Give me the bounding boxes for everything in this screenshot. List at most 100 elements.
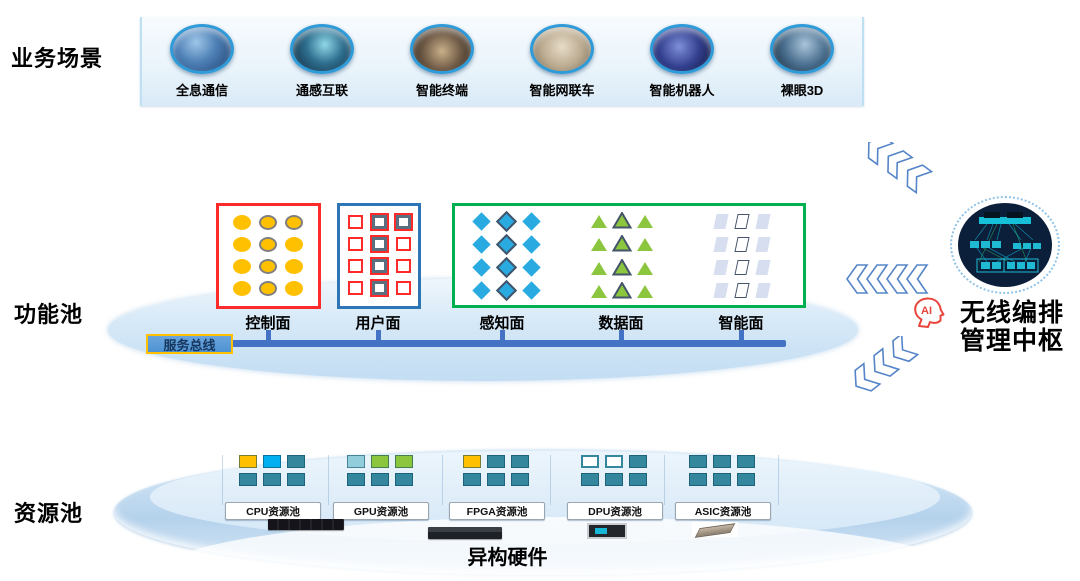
circle-shape [284,279,304,297]
scenario-label: 全息通信 [175,83,228,98]
parallelogram-shape [753,212,773,230]
dpu-card-image [587,523,627,539]
chevrons-left-icon [846,264,929,294]
pool-divider [550,455,551,505]
diamond-shape [521,235,541,254]
rack-server-2-image [428,527,502,539]
triangle-shape [635,235,655,253]
diamond-shape [521,281,541,301]
pool-divider [442,455,443,505]
asic-pool-unit [713,455,731,468]
user-plane-grid [345,213,413,297]
square-shape [369,213,389,231]
square-shape [345,235,365,253]
diamond-shape [471,258,491,277]
scenario-label: 智能网联车 [529,83,595,98]
gpu-pool-unit [395,473,413,486]
bus-tick [266,330,271,342]
scenario-item-smart-robot: 智能机器人 [622,17,742,106]
dpu-pool-label: DPU资源池 [567,502,663,520]
bus-tick [376,330,381,342]
circle-shape [232,235,252,253]
holographic-communication-icon [170,24,234,74]
asic-pool-unit [689,473,707,486]
dpu-pool-unit [581,473,599,486]
ai-badge-text: AI [921,305,932,317]
heterogeneous-hardware-label: 异构硬件 [467,547,548,569]
scenario-label: 裸眼3D [780,83,824,98]
hub-title-line2: 管理中枢 [960,327,1065,355]
cpu-pool-unit [263,473,281,486]
scenario-item-holographic-communication: 全息通信 [142,17,262,106]
network-brain-ring [950,196,1060,294]
naked-eye-3d-icon [770,24,834,74]
circle-shape [284,213,304,231]
square-shape [393,213,413,231]
network-brain-icon [958,203,1052,287]
fpga-pool-unit [487,455,505,468]
circle-shape [284,257,304,275]
fpga-pool-unit [487,473,505,486]
scenario-item-connected-vehicle: 智能网联车 [502,17,622,106]
dpu-pool-unit [605,455,623,468]
intelligence-plane-grid [711,212,773,300]
sensing-plane-grid [471,210,541,302]
parallelogram-shape [732,212,752,230]
diamond-shape [471,211,491,231]
circle-shape [232,213,252,231]
resources-section-label: 资源池 [14,501,84,526]
fpga-pool-unit [463,473,481,486]
bus-tick [500,330,505,342]
asic-pool-unit [737,455,755,468]
dpu-pool-unit [629,455,647,468]
dpu-pool-unit [605,473,623,486]
cpu-pool-unit [263,455,281,468]
sensing-plane-label: 感知面 [479,315,525,332]
bus-tick [619,330,624,342]
sensing-interconnection-icon [290,24,354,74]
circle-shape [284,235,304,253]
data-plane-grid [589,211,655,300]
pool-divider [328,455,329,505]
triangle-shape [589,282,609,300]
parallelogram-shape [732,282,752,300]
fpga-pool-unit [511,455,529,468]
diamond-shape [471,281,491,301]
square-shape [345,279,365,297]
diamond-shape [495,210,517,232]
smart-terminal-icon [410,24,474,74]
gpu-pool-unit [371,473,389,486]
triangle-shape [612,282,632,300]
asic-pool-label: ASIC资源池 [675,502,771,520]
hub-title-line1: 无线编排 [960,299,1065,327]
circle-shape [258,235,278,253]
parallelogram-shape [753,259,773,277]
cpu-pool-unit [239,455,257,468]
scenario-label: 智能机器人 [649,83,715,98]
fpga-pool-label: FPGA资源池 [449,502,545,520]
parallelogram-shape [753,282,773,300]
triangle-shape [635,211,655,229]
diamond-shape [521,211,541,231]
square-shape [369,257,389,275]
scenario-item-sensing-interconnection: 通感互联 [262,17,382,106]
scenarios-section-label: 业务场景 [11,46,104,71]
square-shape [393,235,413,253]
smart-robot-icon [650,24,714,74]
circle-shape [258,257,278,275]
cpu-pool-unit [287,473,305,486]
control-plane-box [216,203,321,309]
chevrons-down-left-icon [854,336,920,392]
circle-shape [258,279,278,297]
pool-divider [778,455,779,505]
connected-vehicle-icon [530,24,594,74]
service-bus-label: 服务总线 [146,334,233,354]
square-shape [393,279,413,297]
triangle-shape [589,258,609,276]
square-shape [369,235,389,253]
cpu-pool-unit [287,455,305,468]
control-plane-grid [232,213,304,297]
asic-chip-image [692,522,738,538]
triangle-shape [612,211,632,229]
